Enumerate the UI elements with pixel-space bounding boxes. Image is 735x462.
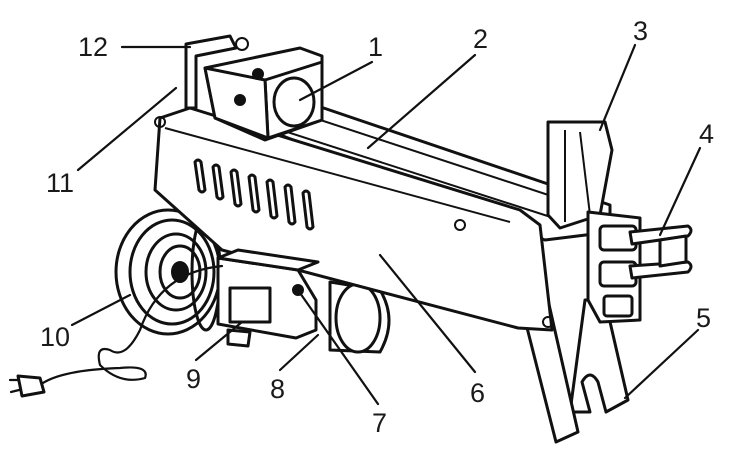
switch-box	[226, 286, 272, 348]
side-panel	[153, 106, 554, 332]
callout-3: 3	[633, 16, 648, 46]
leader-5	[623, 328, 700, 400]
callout-labels: 1 2 3 4 5 6 7 8 9 10 11 12	[40, 16, 714, 438]
callout-9: 9	[186, 364, 201, 394]
vent-slots	[193, 158, 315, 231]
leader-3	[598, 43, 637, 132]
log-pusher	[203, 46, 324, 142]
callout-7: 7	[372, 408, 387, 438]
leader-11	[76, 86, 178, 172]
lever-guard	[184, 34, 249, 110]
callout-4: 4	[699, 119, 714, 149]
callout-8: 8	[270, 374, 285, 404]
leader-4	[658, 146, 702, 237]
callout-6: 6	[470, 378, 485, 408]
rear-leg	[568, 298, 630, 414]
leader-lines	[70, 43, 702, 406]
log-splitter-drawing	[8, 34, 693, 444]
callout-11: 11	[46, 168, 74, 198]
power-cord	[8, 264, 224, 398]
callout-1: 1	[368, 32, 383, 62]
leader-10	[70, 293, 132, 327]
hydraulic-cylinder	[328, 280, 391, 354]
callout-5: 5	[696, 303, 711, 333]
callout-10: 10	[40, 322, 70, 352]
leader-8	[278, 333, 320, 372]
leader-2	[366, 53, 477, 150]
callout-2: 2	[473, 24, 488, 54]
callout-12: 12	[78, 32, 108, 62]
leader-9	[194, 320, 244, 362]
leader-1	[298, 60, 374, 102]
leader-6	[378, 253, 477, 374]
leader-7	[298, 291, 380, 406]
